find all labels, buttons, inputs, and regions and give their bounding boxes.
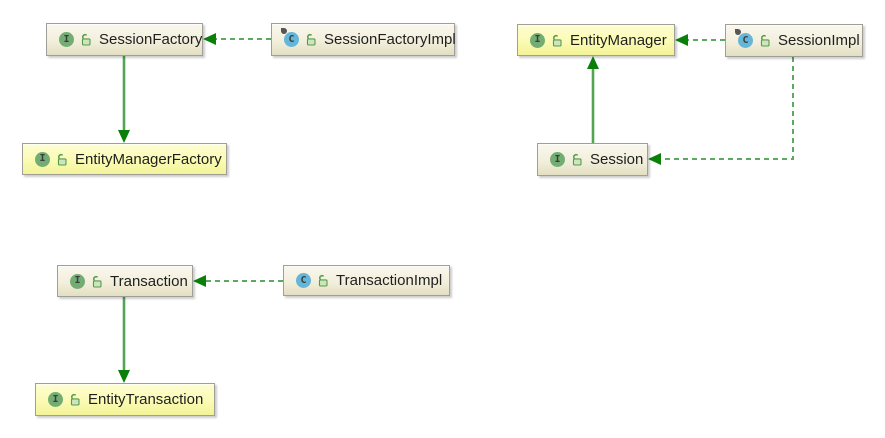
open-lock-icon xyxy=(572,154,582,166)
arrowhead-icon xyxy=(675,34,688,46)
edge-SessionImpl-to-EntityManager-dashed xyxy=(675,34,725,46)
edge-SessionFactory-to-EntityManagerFactory-solid xyxy=(118,56,130,143)
class-letter: C xyxy=(284,32,299,47)
interface-letter: I xyxy=(550,152,565,167)
interface-letter: I xyxy=(530,32,545,48)
edge-Transaction-to-EntityTransaction-solid xyxy=(118,297,130,383)
interface-icon: I xyxy=(59,32,74,47)
open-lock-icon xyxy=(306,34,316,46)
class-icon: C xyxy=(281,28,299,47)
class-node-EntityTransaction[interactable]: I EntityTransaction xyxy=(35,383,215,416)
node-label: TransactionImpl xyxy=(336,272,443,289)
interface-letter: I xyxy=(59,32,74,47)
open-lock-icon xyxy=(92,275,102,288)
node-label: EntityManager xyxy=(570,31,667,49)
edge-SessionImpl-to-Session-dashed xyxy=(648,57,794,165)
arrowhead-icon xyxy=(118,370,130,383)
arrowhead-icon xyxy=(118,130,130,143)
node-label: EntityManagerFactory xyxy=(75,150,222,168)
class-node-EntityManagerFactory[interactable]: I EntityManagerFactory xyxy=(22,143,227,175)
class-node-EntityManager[interactable]: I EntityManager xyxy=(517,24,675,56)
interface-icon: I xyxy=(48,392,63,407)
class-icon: C xyxy=(735,29,753,48)
class-node-SessionFactory[interactable]: I SessionFactory xyxy=(46,23,203,56)
node-label: Session xyxy=(590,151,644,168)
interface-icon: I xyxy=(70,273,85,289)
interface-icon: I xyxy=(550,152,565,167)
node-label: EntityTransaction xyxy=(88,391,204,408)
open-lock-icon xyxy=(318,275,328,287)
open-lock-icon xyxy=(81,34,91,46)
interface-letter: I xyxy=(35,151,50,167)
class-node-TransactionImpl[interactable]: C TransactionImpl xyxy=(283,265,450,296)
open-lock-icon xyxy=(70,394,80,406)
node-label: SessionImpl xyxy=(778,32,860,49)
interface-letter: I xyxy=(48,392,63,407)
edge-Session-to-EntityManager-solid xyxy=(587,56,599,143)
class-icon: C xyxy=(296,273,311,288)
interface-icon: I xyxy=(530,32,545,48)
edge-SessionFactoryImpl-to-SessionFactory-dashed xyxy=(203,33,271,45)
class-letter: C xyxy=(296,273,311,288)
arrowhead-icon xyxy=(587,56,599,69)
final-marker-icon xyxy=(281,28,287,34)
node-label: Transaction xyxy=(110,272,188,290)
class-node-Transaction[interactable]: I Transaction xyxy=(57,265,193,297)
node-label: SessionFactory xyxy=(99,31,203,48)
class-node-SessionImpl[interactable]: C SessionImpl xyxy=(725,24,863,57)
interface-icon: I xyxy=(35,151,50,167)
node-label: SessionFactoryImpl xyxy=(324,31,456,48)
interface-letter: I xyxy=(70,273,85,289)
edge-TransactionImpl-to-Transaction-dashed xyxy=(193,275,283,287)
open-lock-icon xyxy=(760,35,770,47)
class-node-Session[interactable]: I Session xyxy=(537,143,648,176)
class-node-SessionFactoryImpl[interactable]: C SessionFactoryImpl xyxy=(271,23,456,56)
open-lock-icon xyxy=(552,34,562,47)
open-lock-icon xyxy=(57,153,67,166)
class-letter: C xyxy=(738,33,753,48)
final-marker-icon xyxy=(735,29,741,35)
